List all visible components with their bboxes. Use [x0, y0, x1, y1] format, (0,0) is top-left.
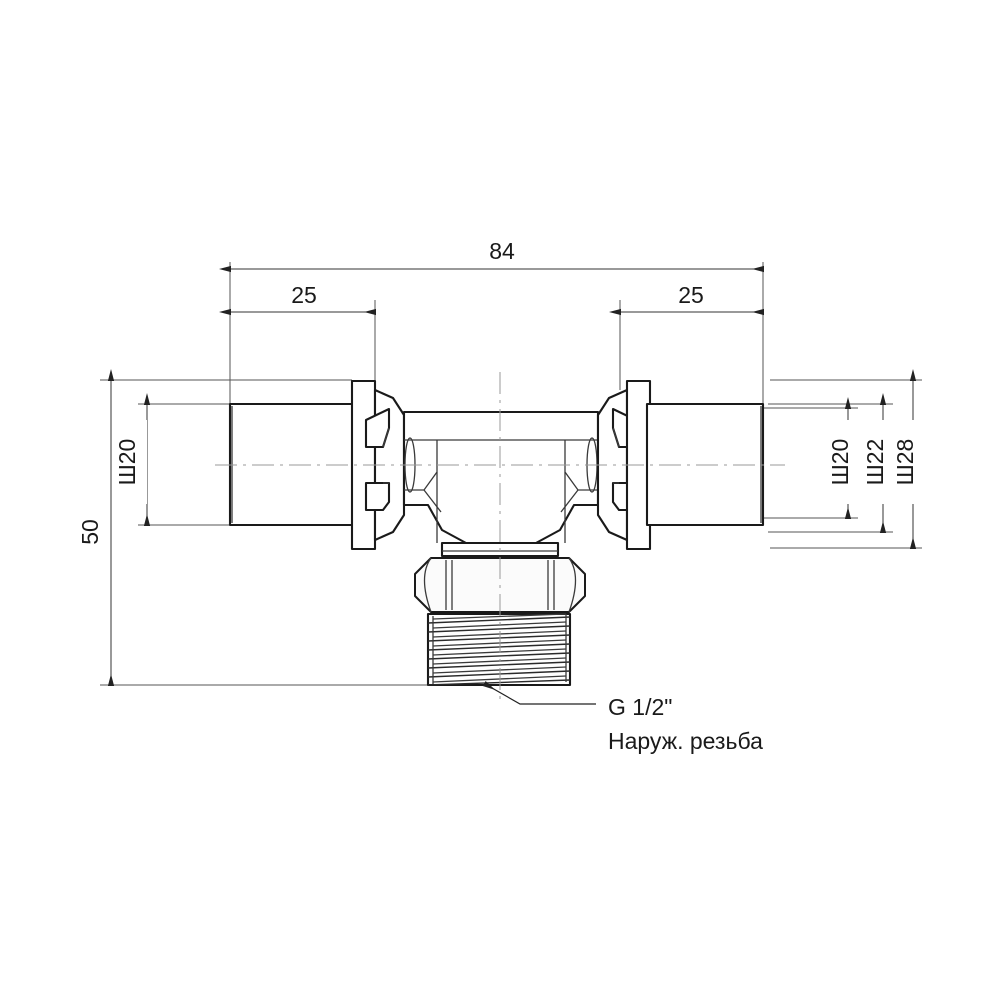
dimension-right-socket-length: 25 — [609, 282, 764, 316]
annotation-thread-type: Наруж. резьба — [608, 728, 763, 754]
dimension-label-d22: Ш22 — [862, 439, 888, 486]
dimension-label-84: 84 — [489, 238, 515, 264]
dimension-label-right-d20: Ш20 — [827, 439, 853, 486]
dimension-label-left-25: 25 — [291, 282, 317, 308]
dimension-label-d28: Ш28 — [892, 439, 918, 486]
fitting-part-drawing — [228, 379, 765, 687]
extension-lines-vertical-dims — [100, 379, 922, 686]
center-lines — [215, 372, 785, 700]
center-body — [402, 410, 600, 545]
dimension-right-bore: Ш20 — [827, 397, 861, 519]
dimension-overall-height: 50 — [77, 369, 115, 686]
dimension-overall-length: 84 — [219, 238, 764, 273]
dimension-right-outer: Ш28 — [892, 369, 926, 549]
left-body-profile — [364, 388, 406, 542]
dimension-label-50: 50 — [77, 519, 103, 545]
dimension-label-left-d20: Ш20 — [114, 439, 140, 486]
thread-crest-lines — [427, 616, 571, 686]
dimension-left-socket-length: 25 — [219, 282, 376, 316]
annotation-thread-size: G 1/2" — [608, 694, 672, 720]
dimension-left-bore: Ш20 — [114, 393, 151, 526]
male-thread — [426, 612, 572, 687]
dimension-label-right-25: 25 — [678, 282, 704, 308]
thread-annotation: G 1/2" Наруж. резьба — [482, 680, 763, 754]
dimension-right-middle: Ш22 — [862, 393, 896, 533]
